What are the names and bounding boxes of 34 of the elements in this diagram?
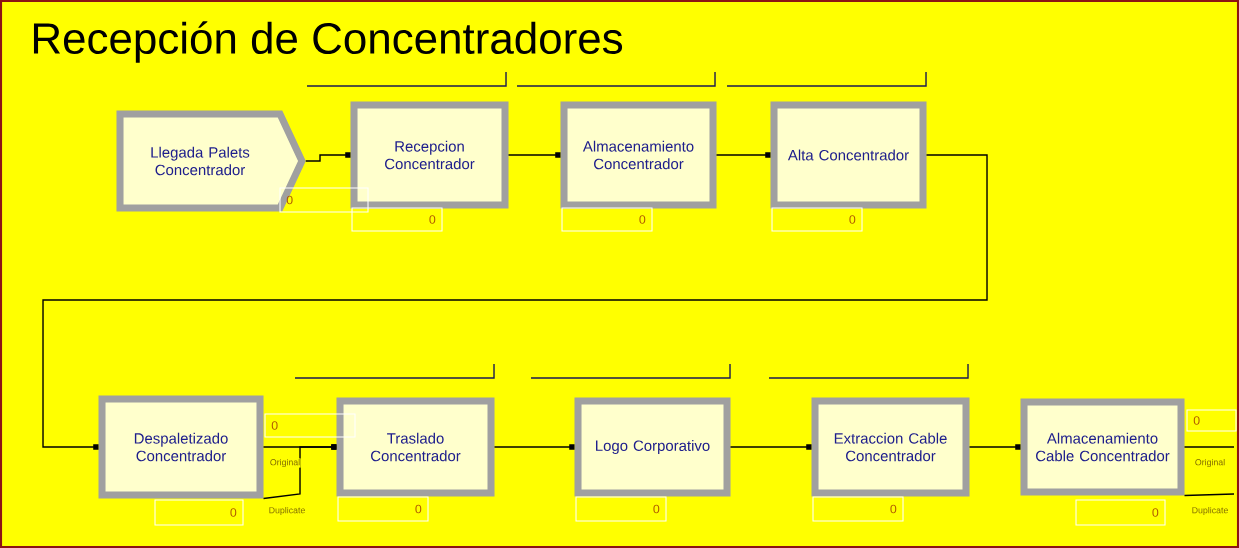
process-module: Logo Corporativo	[574, 397, 731, 497]
process-module: Extraccion Cable Concentrador	[811, 397, 970, 497]
separate-module: Despaletizado Concentrador	[98, 395, 264, 499]
edge-label: Original	[269, 458, 301, 468]
connector	[729, 444, 812, 450]
connector	[715, 152, 771, 158]
counter-box: 0	[575, 496, 667, 522]
title: Recepción de Concentradores	[33, 21, 623, 63]
connector	[305, 152, 351, 162]
counter-box: 0	[351, 207, 443, 232]
connector	[262, 444, 337, 500]
separate-module: Almacenamiento Cable Concentrador	[1020, 398, 1185, 496]
connector	[1183, 493, 1235, 497]
edge-label: Duplicate	[1191, 506, 1229, 516]
edge-label: Duplicate	[268, 506, 306, 516]
process-module: Alta Concentrador	[770, 101, 927, 209]
counter-box: 0	[264, 413, 356, 438]
counter-box: 0	[771, 207, 863, 232]
process-module: Recepcion Concentrador	[350, 101, 509, 209]
edge-label: Original	[1194, 458, 1226, 468]
counter-box: 0	[1186, 409, 1237, 432]
counter-box: 0	[561, 207, 653, 232]
counter-box: 0	[812, 496, 904, 522]
process-module: Traslado Concentrador	[336, 397, 495, 497]
connector	[507, 152, 561, 158]
counter-box: 0	[154, 499, 244, 526]
connector	[1183, 446, 1235, 448]
connector	[493, 444, 575, 450]
connector	[968, 444, 1021, 450]
process-module: Almacenamiento Concentrador	[560, 101, 717, 209]
counter-box: 0	[337, 496, 429, 522]
counter-box: 0	[1075, 499, 1166, 526]
counter-box: 0	[279, 187, 369, 213]
connector	[42, 154, 988, 450]
